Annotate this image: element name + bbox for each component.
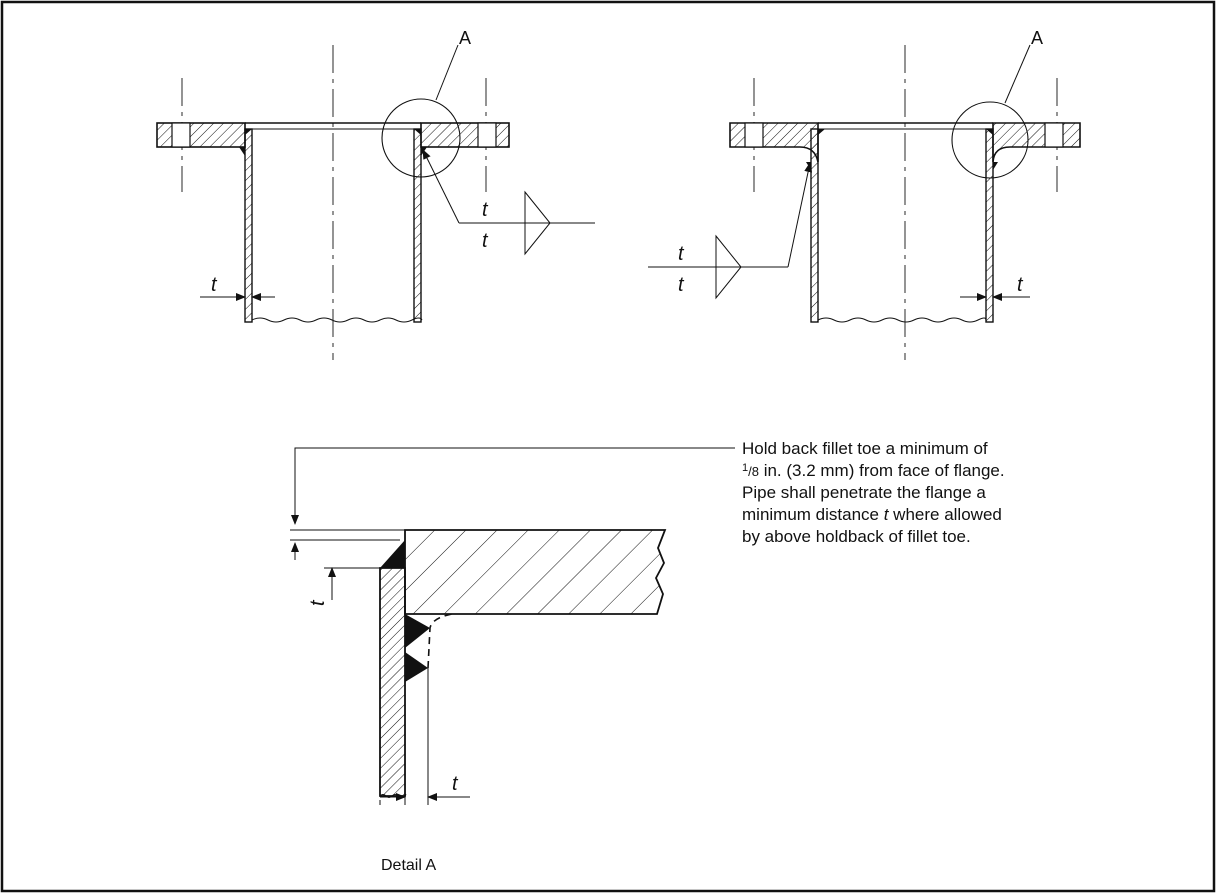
right-detail-label: A [1031, 28, 1043, 48]
svg-text:1/8 in. (3.2 mm) from face of: 1/8 in. (3.2 mm) from face of flange. [742, 461, 1005, 480]
right-flange-assembly: A t t t [648, 28, 1081, 360]
right-pipe-wall-left [810, 128, 819, 323]
detail-penetration-label: t [307, 599, 329, 606]
svg-text:Pipe shall penetrate the flang: Pipe shall penetrate the flange a [742, 483, 986, 502]
detail-bottom-weld-2 [405, 652, 428, 682]
detail-thickness-label: t [452, 773, 459, 795]
right-thickness-label: t [1017, 274, 1024, 296]
detail-bottom-weld-1 [405, 614, 430, 648]
left-weld-symbol-bottom: t [482, 230, 489, 252]
svg-text:by above holdback of fillet to: by above holdback of fillet toe. [742, 527, 971, 546]
right-flange-plate-left [729, 122, 819, 163]
right-flange-plate-right [992, 122, 1081, 163]
right-pipe-wall-right [985, 128, 994, 323]
right-detail-circle [951, 101, 1029, 179]
right-weld-symbol-top: t [678, 243, 685, 265]
detail-top-weld [380, 540, 405, 568]
detail-pipe-wall [379, 567, 406, 797]
detail-flange-section [404, 529, 667, 615]
detail-caption: Detail A [381, 857, 436, 874]
left-detail-label: A [459, 28, 471, 48]
detail-a: t t [290, 447, 735, 805]
svg-text:minimum distance t where allo: minimum distance t where allowed [742, 505, 1002, 524]
svg-text:Hold back fillet toe a minimum: Hold back fillet toe a minimum of [742, 439, 988, 458]
left-detail-circle [381, 98, 461, 178]
left-pipe-wall-left [244, 128, 253, 323]
left-weld-symbol-top: t [482, 199, 489, 221]
holdback-note: Hold back fillet toe a minimum of 1/8 in… [742, 439, 1005, 546]
left-pipe-wall-right [413, 128, 422, 323]
left-flange-assembly: A t t t [156, 28, 595, 360]
left-flange-plate-left [156, 122, 246, 148]
right-weld-symbol-bottom: t [678, 274, 685, 296]
left-thickness-label: t [211, 274, 218, 296]
